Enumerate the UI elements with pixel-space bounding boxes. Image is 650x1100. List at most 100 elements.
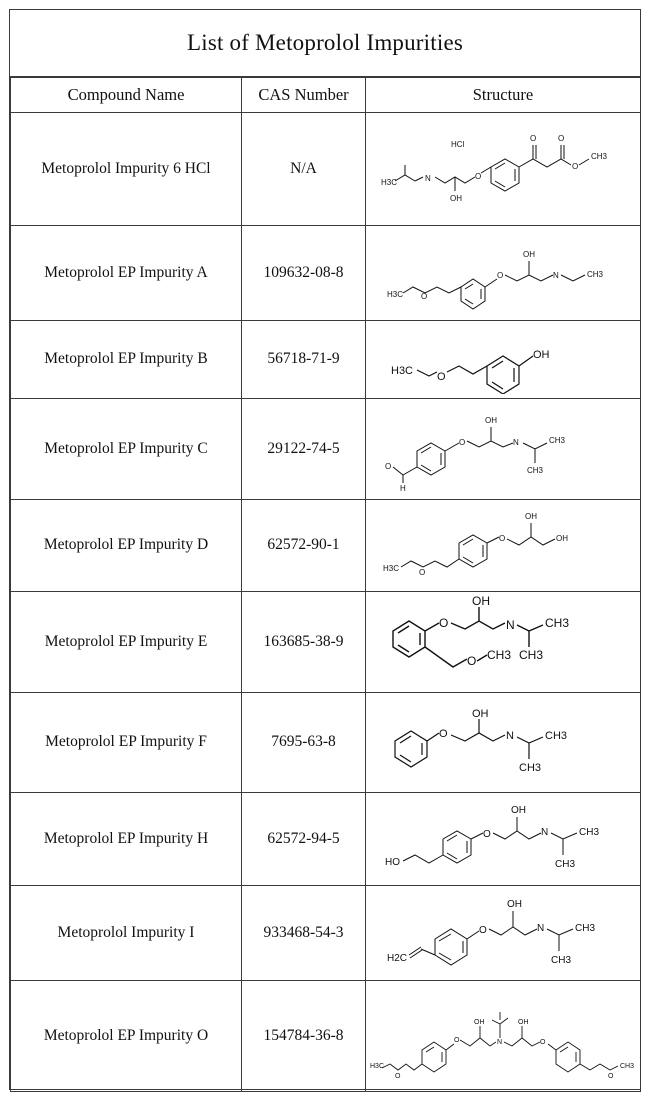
table-row: Metoprolol EP Impurity B 56718-71-9 H3C …: [10, 319, 641, 399]
ch3-label: CH3: [527, 466, 544, 475]
ch3-label: CH3: [587, 270, 604, 279]
ch3-label: CH3: [519, 648, 543, 662]
ketone-label: O: [530, 134, 536, 143]
cas-number: 7695-63-8: [241, 691, 366, 793]
ch3-label: H3C: [383, 564, 399, 573]
ether-label: O: [479, 925, 487, 936]
ether-label: O: [437, 371, 446, 383]
ch3-label: CH3: [549, 436, 566, 445]
structure-image-impurity-e: O OH N CH3 CH3 O CH3: [392, 595, 569, 668]
hydroxyl-label: OH: [450, 194, 462, 203]
amine-label: N: [553, 271, 559, 280]
vinyl-label: H2C: [387, 953, 407, 964]
ch3-label: H3C: [387, 290, 403, 299]
ch3-label: CH3: [551, 955, 571, 966]
ch3-label: H3C: [370, 1063, 384, 1070]
cas-number: 56718-71-9: [241, 319, 366, 399]
table-row: Metoprolol EP Impurity F 7695-63-8: [10, 691, 641, 793]
amine-label: N: [497, 1039, 502, 1046]
table-row: Metoprolol Impurity I 933468-54-3: [10, 884, 641, 981]
structure-cell: O H O OH N CH3 CH3: [365, 397, 641, 500]
structure-cell: H3C O O OH N OH O O CH3: [365, 979, 641, 1092]
structure-cell: HCl H3C N OH O O O O CH3: [365, 111, 641, 226]
structure-image-impurity-o: H3C O O OH N OH O O CH3: [370, 1011, 634, 1080]
ch3-label: CH3: [519, 762, 541, 774]
compound-name: Metoprolol EP Impurity D: [10, 498, 242, 592]
ch3-label: CH3: [579, 827, 599, 838]
hydroxyl-label: OH: [523, 250, 535, 259]
cas-number: 62572-94-5: [241, 791, 366, 886]
structure-image-impurity-a: H3C O O OH N CH3: [387, 250, 604, 310]
structure-image-impurity-i: H2C O OH N CH3 CH3: [387, 899, 595, 966]
ch3-label: H3C: [381, 178, 397, 187]
cas-number: 109632-08-8: [241, 224, 366, 321]
ether-label: O: [475, 172, 481, 181]
amine-label: N: [506, 618, 515, 632]
table-row: Metoprolol EP Impurity D 62572-90-1 H3C: [10, 498, 641, 592]
ch3-label: CH3: [545, 730, 567, 742]
ether-label: O: [439, 728, 448, 740]
salt-label: HCl: [451, 140, 465, 149]
ch3-label: CH3: [575, 923, 595, 934]
structure-image-impurity-f: O OH N CH3 CH3: [394, 708, 567, 774]
cas-number: 163685-38-9: [241, 590, 366, 693]
compound-name: Metoprolol EP Impurity H: [10, 791, 242, 886]
structure-image-impurity-b: H3C O OH: [391, 349, 550, 394]
header-structure: Structure: [365, 76, 641, 113]
compound-name: Metoprolol EP Impurity C: [10, 397, 242, 500]
hydroxyl-label: OH: [533, 349, 550, 361]
ether-label: O: [499, 534, 505, 543]
structure-cell: H3C O O OH OH: [365, 498, 641, 592]
hydroxyl-label: OH: [474, 1019, 485, 1026]
ether-label: O: [483, 829, 491, 840]
ester-o-label: O: [558, 134, 564, 143]
ether-label: O: [540, 1039, 546, 1046]
table-row: Metoprolol EP Impurity H 62572-94-5: [10, 791, 641, 886]
hydroxyl-label: HO: [385, 857, 400, 868]
structure-cell: O OH N CH3 CH3 O CH3: [365, 590, 641, 693]
header-cas-number: CAS Number: [241, 76, 366, 113]
structure-cell: H2C O OH N CH3 CH3: [365, 884, 641, 981]
table-row: Metoprolol EP Impurity A 109632-08-8: [10, 224, 641, 321]
cas-number: 154784-36-8: [241, 979, 366, 1092]
ether-label: O: [419, 568, 425, 577]
aldehyde-o-label: O: [385, 462, 391, 471]
compound-name: Metoprolol EP Impurity B: [10, 319, 242, 399]
hydroxyl-label: OH: [556, 534, 568, 543]
hydroxyl-label: OH: [472, 708, 489, 720]
ether-label: O: [395, 1073, 401, 1080]
structure-cell: H3C O O OH N CH3: [365, 224, 641, 321]
hydroxyl-label: OH: [511, 805, 526, 816]
ether-label: O: [608, 1073, 614, 1080]
ch3-label: CH3: [591, 152, 608, 161]
ch3-label: H3C: [391, 365, 413, 377]
compound-name: Metoprolol EP Impurity A: [10, 224, 242, 321]
structure-image-impurity-h: HO O OH N CH3 CH3: [385, 805, 599, 870]
impurities-table: Compound Name CAS Number Structure Metop…: [10, 76, 641, 1092]
table-row: Metoprolol EP Impurity E 163685-38-9: [10, 590, 641, 693]
cas-number: 62572-90-1: [241, 498, 366, 592]
cas-number: 29122-74-5: [241, 397, 366, 500]
aldehyde-h-label: H: [400, 484, 406, 493]
hydroxyl-label: OH: [518, 1019, 529, 1026]
ether-label: O: [454, 1037, 460, 1044]
ch3-label: CH3: [555, 859, 575, 870]
ether-label: O: [497, 271, 503, 280]
ether-label: O: [421, 292, 427, 301]
hydroxyl-label: OH: [472, 595, 490, 608]
amine-label: N: [537, 923, 544, 934]
compound-name: Metoprolol Impurity 6 HCl: [10, 111, 242, 226]
table-row: Metoprolol EP Impurity C 29122-74-5: [10, 397, 641, 500]
amine-label: N: [425, 174, 431, 183]
cas-number: N/A: [241, 111, 366, 226]
structure-image-impurity-d: H3C O O OH OH: [383, 512, 568, 577]
page-title: List of Metoprolol Impurities: [186, 30, 464, 55]
ch3-label: CH3: [487, 648, 511, 662]
structure-cell: O OH N CH3 CH3: [365, 691, 641, 793]
hydroxyl-label: OH: [507, 899, 522, 910]
structure-image-impurity-6: HCl H3C N OH O O O O CH3: [381, 134, 608, 203]
amine-label: N: [541, 827, 548, 838]
header-compound-name: Compound Name: [10, 76, 242, 113]
structure-cell: H3C O OH: [365, 319, 641, 399]
table-row: Metoprolol Impurity 6 HCl N/A: [10, 111, 641, 226]
